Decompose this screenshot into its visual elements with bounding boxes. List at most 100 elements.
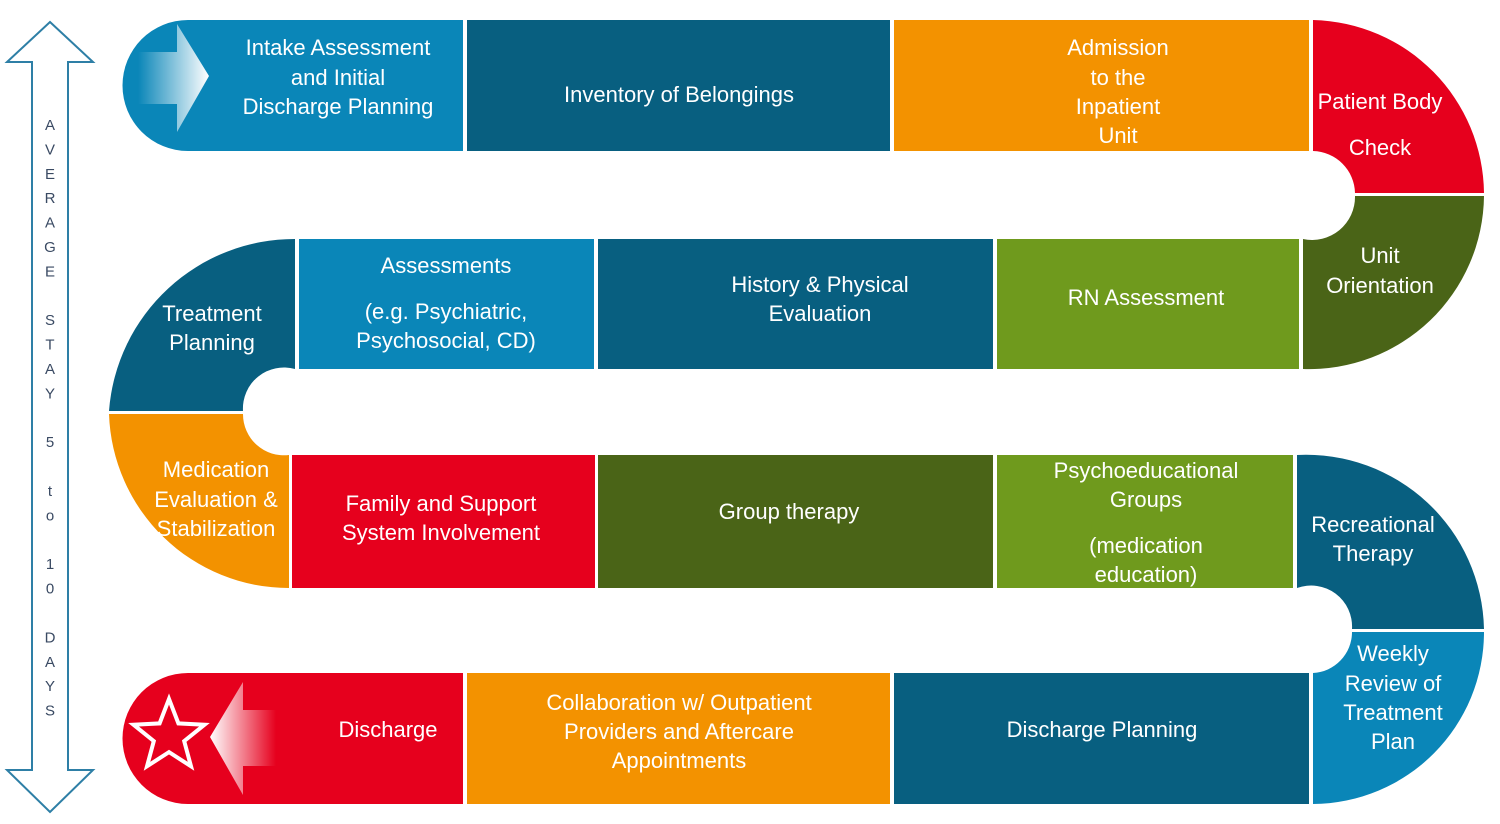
segment-psychoeducational: [997, 455, 1293, 588]
label-history-physical-line: Evaluation: [769, 301, 872, 326]
label-admission-line: Unit: [1098, 123, 1137, 148]
segment-inventory: [467, 20, 890, 151]
label-unit-orientation-line: Orientation: [1326, 273, 1434, 298]
segment-recreational: [1297, 454, 1484, 629]
label-admission-line: Inpatient: [1076, 94, 1160, 119]
label-intake-line: Discharge Planning: [243, 94, 434, 119]
label-treatment-planning-line: Treatment: [162, 301, 261, 326]
label-assessments-line: Assessments: [381, 253, 512, 278]
label-psychoeducational-line: education): [1095, 562, 1198, 587]
side-letter: S: [45, 703, 55, 720]
label-group-therapy-line: Group therapy: [719, 499, 860, 524]
segment-intake: [122, 20, 463, 151]
label-group-therapy: Group therapy: [719, 499, 860, 524]
label-body-check-line: Check: [1349, 135, 1412, 160]
label-collaboration-line: Providers and Aftercare: [564, 719, 794, 744]
label-treatment-planning-line: Planning: [169, 330, 255, 355]
segment-treatment-planning: [109, 238, 295, 411]
label-assessments-line: (e.g. Psychiatric,: [365, 299, 528, 324]
double-arrow-icon: [4, 20, 96, 814]
side-letter: 0: [46, 581, 54, 598]
side-letter: t: [48, 483, 53, 500]
label-psychoeducational-line: Psychoeducational: [1054, 458, 1239, 483]
side-letter: E: [45, 166, 55, 183]
side-letter: S: [45, 312, 55, 329]
side-letter: V: [45, 141, 55, 158]
label-weekly-review-line: Review of: [1345, 671, 1442, 696]
label-psychoeducational-line: (medication: [1089, 533, 1203, 558]
label-rn-assessment-line: RN Assessment: [1068, 285, 1225, 310]
label-discharge-planning: Discharge Planning: [1007, 717, 1198, 742]
segment-assessments: [299, 239, 594, 369]
side-letter: A: [45, 361, 55, 378]
label-medication-line: Stabilization: [157, 516, 276, 541]
label-unit-orientation-line: Unit: [1360, 243, 1399, 268]
label-collaboration-line: Appointments: [612, 748, 747, 773]
label-history-physical-line: History & Physical: [731, 272, 908, 297]
label-intake-line: Intake Assessment: [246, 35, 431, 60]
segment-body-check: [1313, 20, 1484, 193]
segment-medication: [109, 414, 289, 588]
label-discharge-line: Discharge: [338, 717, 437, 742]
side-letter: 5: [46, 434, 54, 451]
label-family-line: Family and Support: [346, 491, 537, 516]
label-assessments-line: Psychosocial, CD): [356, 328, 536, 353]
label-discharge-planning-line: Discharge Planning: [1007, 717, 1198, 742]
label-family-line: System Involvement: [342, 520, 540, 545]
label-recreational-line: Therapy: [1333, 541, 1414, 566]
label-rn-assessment: RN Assessment: [1068, 285, 1225, 310]
side-letter: R: [45, 190, 56, 207]
segment-weekly-review: [1313, 632, 1485, 804]
label-body-check-line: Patient Body: [1318, 89, 1443, 114]
label-medication-line: Evaluation &: [154, 487, 278, 512]
label-recreational-line: Recreational: [1311, 512, 1435, 537]
side-letter: D: [45, 629, 56, 646]
star-icon: [128, 693, 210, 771]
side-letter: A: [45, 215, 55, 232]
label-assessments: Assessments (e.g. Psychiatric, Psychosocia…: [356, 253, 536, 353]
label-weekly-review-line: Plan: [1371, 729, 1415, 754]
side-letter: o: [46, 507, 54, 524]
end-arrow-icon: [210, 682, 276, 795]
start-arrow-icon: [138, 24, 209, 132]
segment-family: [292, 455, 595, 588]
label-psychoeducational-line: Groups: [1110, 487, 1182, 512]
side-letter: A: [45, 654, 55, 671]
segment-rn-assessment: [997, 239, 1299, 369]
side-letter: G: [44, 239, 56, 256]
side-letter: A: [45, 117, 55, 134]
label-weekly-review-line: Weekly: [1357, 641, 1429, 666]
segment-unit-orientation: [1303, 196, 1484, 370]
label-inventory: Inventory of Belongings: [564, 82, 794, 107]
segment-history-physical: [598, 239, 993, 369]
segment-collaboration: [467, 673, 890, 804]
side-letter: E: [45, 263, 55, 280]
label-discharge: Discharge: [338, 717, 437, 742]
segment-discharge: [122, 673, 463, 804]
label-medication-line: Medication: [163, 457, 269, 482]
label-weekly-review-line: Treatment: [1343, 700, 1442, 725]
segment-admission: [894, 20, 1309, 151]
label-admission-line: Admission: [1067, 35, 1168, 60]
side-letter: 1: [46, 556, 54, 573]
segment-group-therapy: [598, 455, 993, 588]
side-letter: Y: [45, 385, 55, 402]
side-letter: Y: [45, 678, 55, 695]
side-letter: T: [45, 337, 54, 354]
label-collaboration-line: Collaboration w/ Outpatient: [546, 690, 811, 715]
